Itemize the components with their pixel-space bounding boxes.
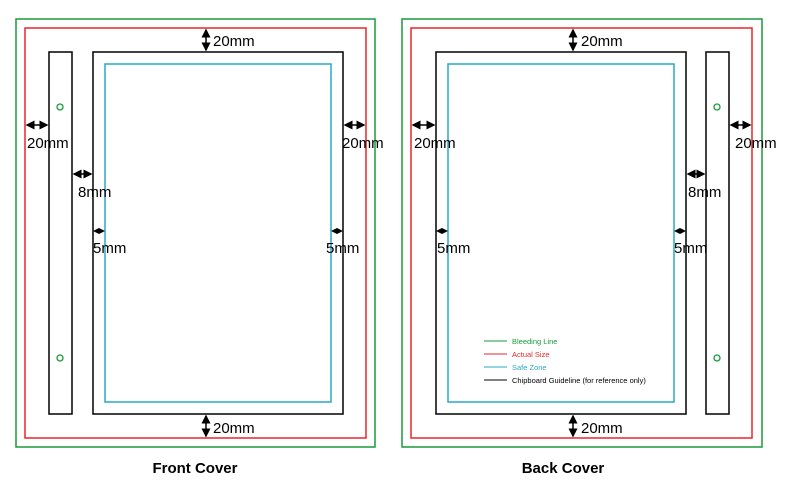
- dim-left-label: 20mm: [27, 135, 69, 152]
- back-cover-title: Back Cover: [522, 460, 605, 477]
- legend-label: Bleeding Line: [512, 337, 557, 346]
- safe-zone: [447, 63, 675, 403]
- legend-label: Actual Size: [512, 350, 550, 359]
- legend: Bleeding Line Actual Size Safe Zone Chip…: [484, 337, 646, 385]
- legend-label: Safe Zone: [512, 363, 547, 372]
- dim-gap-label: 8mm: [78, 184, 111, 201]
- front-cover: 20mm 20mm 20mm 20mm 8mm 5mm 5mm Front Co…: [15, 18, 384, 477]
- dim-right-label: 20mm: [735, 135, 777, 152]
- dim-safe-right-label: 5mm: [326, 240, 359, 257]
- board-chipboard: [435, 51, 687, 415]
- spine-chipboard: [705, 51, 730, 415]
- bleeding-line: [401, 18, 763, 448]
- dim-bottom-label: 20mm: [213, 420, 255, 437]
- dim-safe-left-label: 5mm: [437, 240, 470, 257]
- dim-safe-right-label: 5mm: [674, 240, 707, 257]
- safe-zone: [104, 63, 332, 403]
- dim-left-label: 20mm: [414, 135, 456, 152]
- hole-icon: [713, 354, 721, 362]
- dim-right-label: 20mm: [342, 135, 384, 152]
- dim-bottom-label: 20mm: [581, 420, 623, 437]
- front-cover-title: Front Cover: [152, 460, 237, 477]
- board-chipboard: [92, 51, 344, 415]
- actual-size-line: [410, 27, 753, 439]
- dim-safe-left-label: 5mm: [93, 240, 126, 257]
- dim-top-label: 20mm: [213, 33, 255, 50]
- legend-label: Chipboard Guideline (for reference only): [512, 376, 646, 385]
- hole-icon: [56, 103, 64, 111]
- spine-chipboard: [48, 51, 73, 415]
- dim-gap-label: 8mm: [688, 184, 721, 201]
- hole-icon: [713, 103, 721, 111]
- hole-icon: [56, 354, 64, 362]
- dim-top-label: 20mm: [581, 33, 623, 50]
- actual-size-line: [24, 27, 367, 439]
- bleeding-line: [15, 18, 376, 448]
- back-cover: 20mm 20mm 20mm 20mm 8mm 5mm 5mm Bleeding…: [401, 18, 777, 477]
